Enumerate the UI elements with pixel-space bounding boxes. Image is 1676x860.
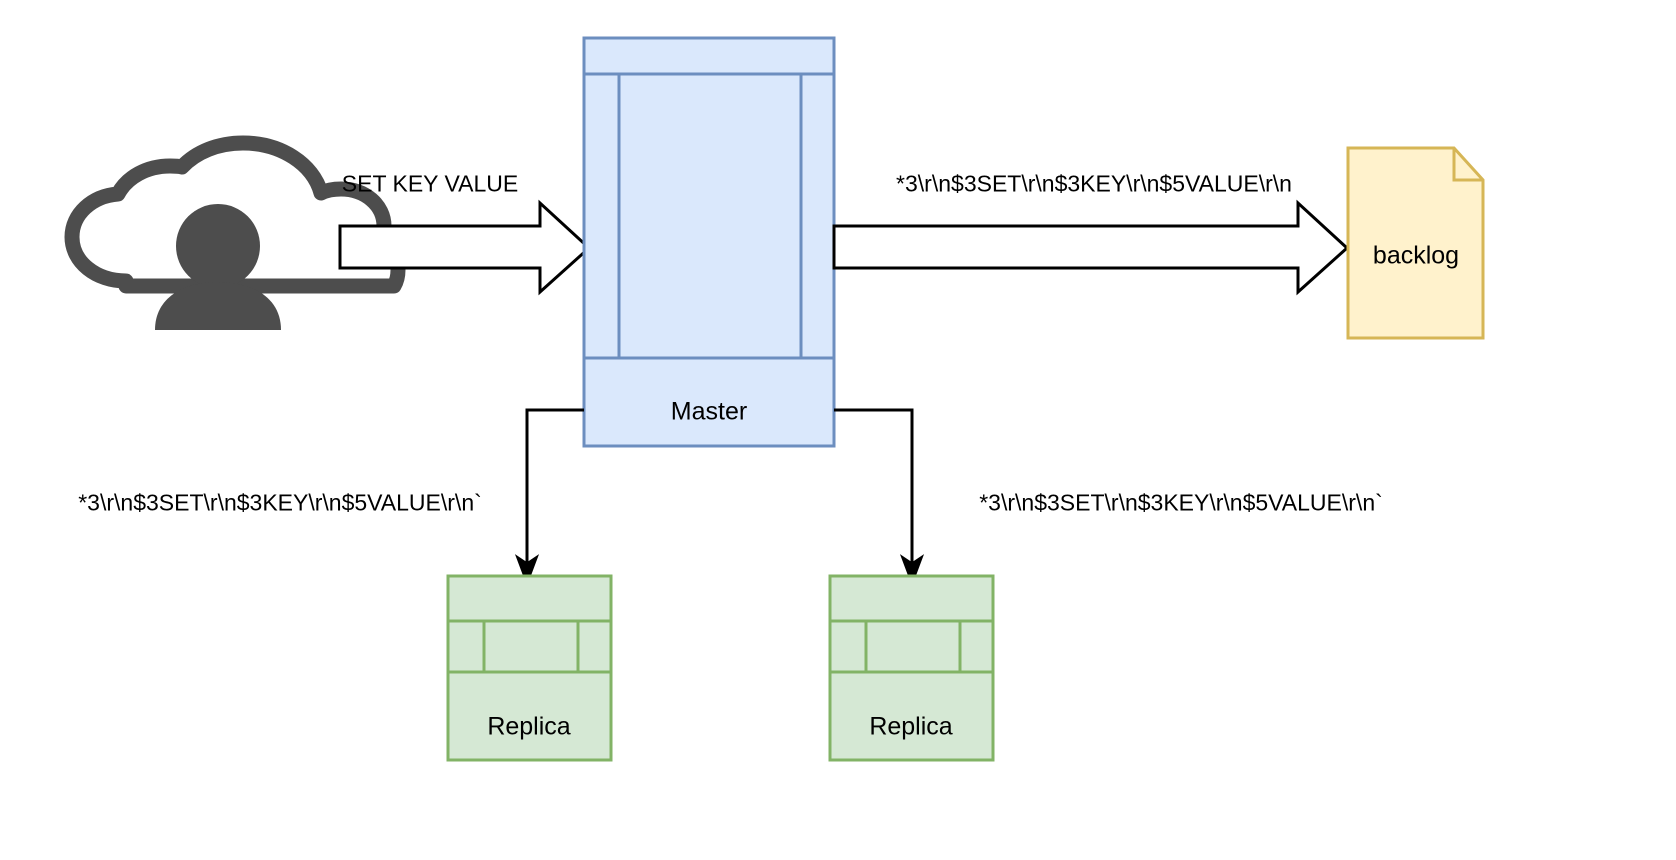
node-replica-right[interactable] [828, 574, 995, 762]
arrow-master-to-replica-right [834, 408, 925, 587]
arrow-master-to-replica-left [514, 408, 584, 587]
edge-label-master-to-replica-left: *3\r\n$3SET\r\n$3KEY\r\n$5VALUE\r\n` [78, 489, 482, 516]
node-replica-left[interactable] [446, 574, 613, 762]
node-backlog[interactable] [1346, 146, 1485, 340]
node-label-replica-right: Replica [869, 712, 953, 741]
node-label-backlog: backlog [1372, 241, 1460, 270]
edge-label-master-to-replica-right: *3\r\n$3SET\r\n$3KEY\r\n$5VALUE\r\n` [979, 489, 1383, 516]
node-label-master: Master [670, 397, 748, 426]
edge-label-master-to-backlog: *3\r\n$3SET\r\n$3KEY\r\n$5VALUE\r\n [896, 170, 1292, 197]
edge-label-client-to-master: SET KEY VALUE [341, 170, 519, 197]
arrow-client-to-master [338, 199, 592, 296]
node-master[interactable] [582, 36, 836, 448]
node-label-replica-left: Replica [487, 712, 571, 741]
arrow-master-to-backlog [832, 199, 1350, 296]
